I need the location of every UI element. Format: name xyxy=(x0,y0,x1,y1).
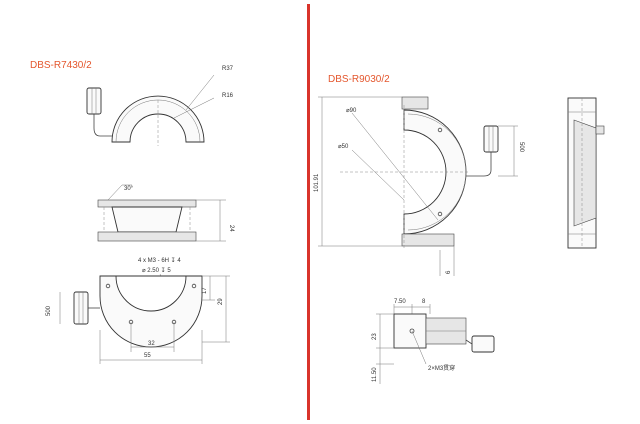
left-bottom-view: 4 x M3 - 6H ↧ 4 ⌀ 2.50 ↧ 5 500 17 29 32 … xyxy=(46,257,230,364)
detail-h1-label: 23 xyxy=(372,333,378,340)
right-main-view: ⌀90 ⌀50 101.91 6 500 xyxy=(314,96,524,276)
dia-outer-label: ⌀90 xyxy=(346,108,357,114)
bottom-dim-label: 6 xyxy=(446,270,452,274)
bottom-w-outer-label: 55 xyxy=(144,353,151,359)
bottom-h1-label: 17 xyxy=(202,287,208,294)
screw-label: 2×M3贯穿 xyxy=(428,364,455,372)
detail-h2-label: 11.50 xyxy=(372,367,378,382)
right-side-view xyxy=(567,97,605,249)
r-outer-label: R37 xyxy=(222,66,234,72)
left-part-title: DBS-R7430/2 xyxy=(30,60,92,71)
section-divider xyxy=(307,4,310,420)
left-side-view: 30° 24 xyxy=(97,184,234,242)
right-part-title: DBS-R9030/2 xyxy=(328,74,390,85)
detail-w2-label: 8 xyxy=(422,299,426,305)
hole-spec-1: 4 x M3 - 6H ↧ 4 xyxy=(138,257,181,264)
right-cable-len-label: 500 xyxy=(518,142,524,153)
dia-inner-label: ⌀50 xyxy=(338,144,349,150)
detail-w1-label: 7.50 xyxy=(394,299,406,305)
cable-len-label: 500 xyxy=(46,305,52,316)
right-detail-view: 7.50 8 2×M3贯穿 23 11.50 xyxy=(372,299,495,384)
angle-label: 30° xyxy=(124,186,134,192)
bottom-w-inner-label: 32 xyxy=(148,341,155,347)
main-height-label: 101.91 xyxy=(314,173,320,192)
side-height-label: 24 xyxy=(228,225,234,232)
r-inner-label: R16 xyxy=(222,93,234,99)
hole-spec-2: ⌀ 2.50 ↧ 5 xyxy=(142,267,171,274)
left-top-view: R37 R16 xyxy=(86,66,234,146)
bottom-h2-label: 29 xyxy=(218,298,224,305)
